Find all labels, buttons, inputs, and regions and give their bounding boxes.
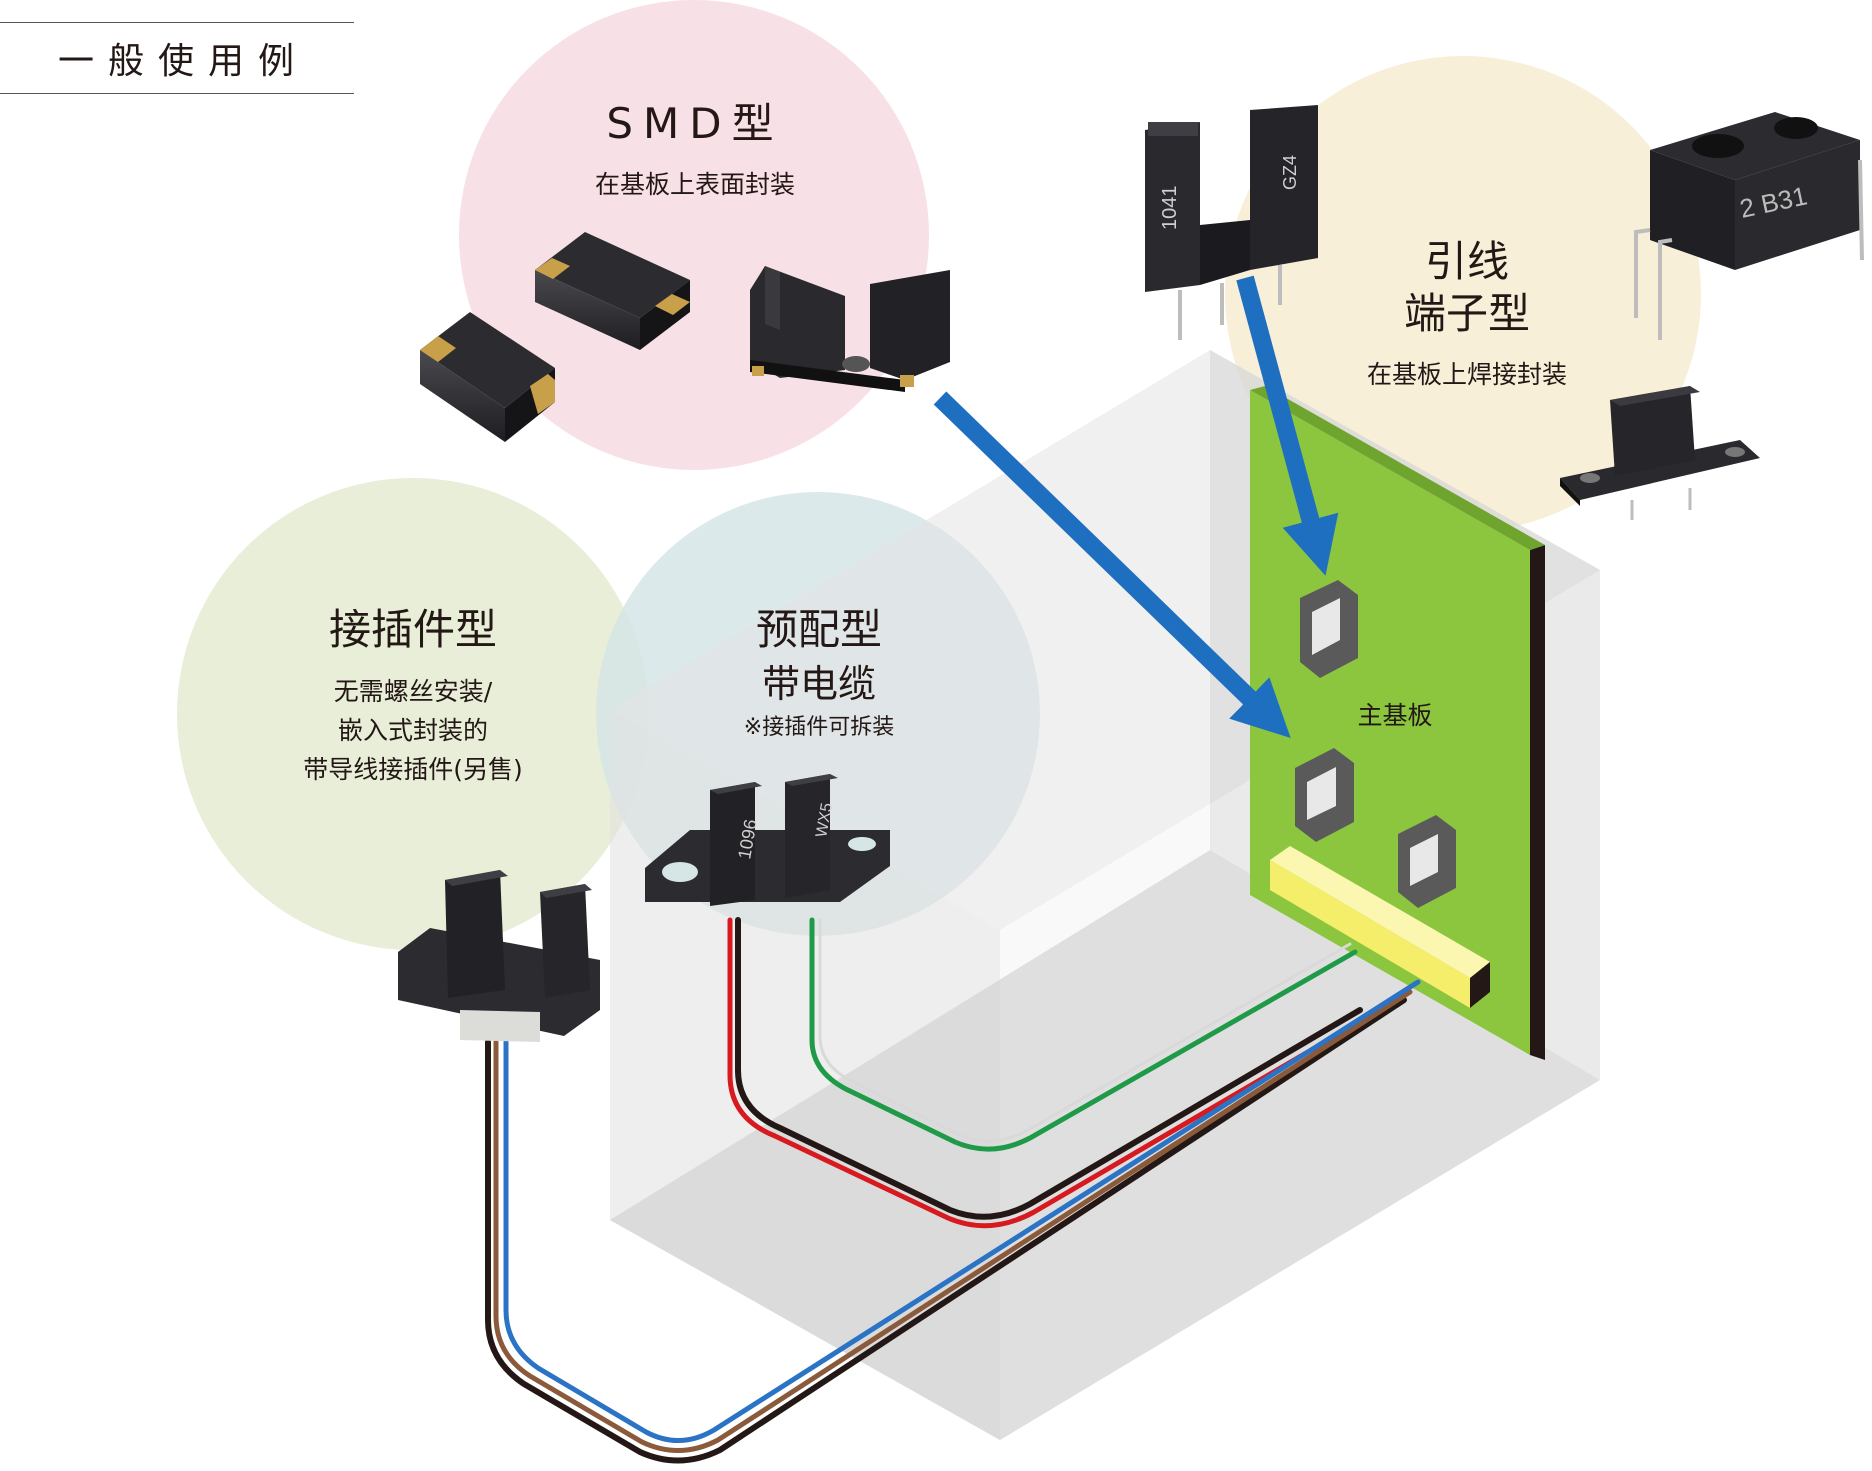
connector-circle — [177, 478, 649, 950]
connector-desc-line2: 嵌入式封装的 — [337, 716, 488, 745]
page-title: 一般使用例 — [58, 41, 309, 82]
lead-sensor-3 — [1560, 386, 1760, 520]
smd-title: SMD型 — [606, 99, 784, 148]
board-sensor-3 — [1398, 815, 1456, 908]
smd-slot-sensor — [750, 266, 950, 392]
precable-wires — [727, 917, 1369, 1229]
smd-to-board-arrow — [933, 391, 1291, 739]
smd-subtitle: 在基板上表面封装 — [594, 170, 795, 199]
lead-sensor-1: 1041 GZ4 — [1145, 105, 1318, 340]
board-connector — [1270, 846, 1490, 1008]
board-sensor-2 — [1295, 748, 1354, 842]
page-header: 一般使用例 — [0, 22, 354, 94]
lead-to-board-arrow — [1236, 275, 1339, 576]
connector-desc-line1: 无需螺丝安装/ — [333, 677, 493, 706]
lead-sensor-2: 2 B31 — [1634, 112, 1864, 340]
connector-title: 接插件型 — [328, 605, 497, 654]
main-board-label: 主基板 — [1357, 701, 1433, 730]
precable-sensor-marking-b: WX5 — [813, 801, 836, 838]
lead-sensor-1-marking-b: GZ4 — [1280, 155, 1300, 190]
lead-circle — [1225, 56, 1701, 532]
lead-sensor-1-marking-a: 1041 — [1159, 186, 1181, 231]
connector-sensor — [398, 870, 600, 1042]
smd-chip-2 — [535, 232, 690, 350]
precable-title: 预配型 — [755, 605, 882, 654]
lead-title-line1: 引线 — [1424, 237, 1509, 286]
board-sensor-1 — [1300, 580, 1358, 678]
connector-desc-line3: 带导线接插件(另售) — [303, 755, 523, 784]
connector-wires — [485, 979, 1421, 1464]
smd-chip-1 — [420, 312, 555, 442]
precable-desc-line1: 带电缆 — [761, 662, 876, 706]
lead-subtitle: 在基板上焊接封装 — [1366, 360, 1567, 389]
precable-sensor: 1096 WX5 — [645, 774, 890, 906]
lead-title-line2: 端子型 — [1403, 289, 1530, 338]
precable-note: ※接插件可拆装 — [743, 715, 895, 740]
